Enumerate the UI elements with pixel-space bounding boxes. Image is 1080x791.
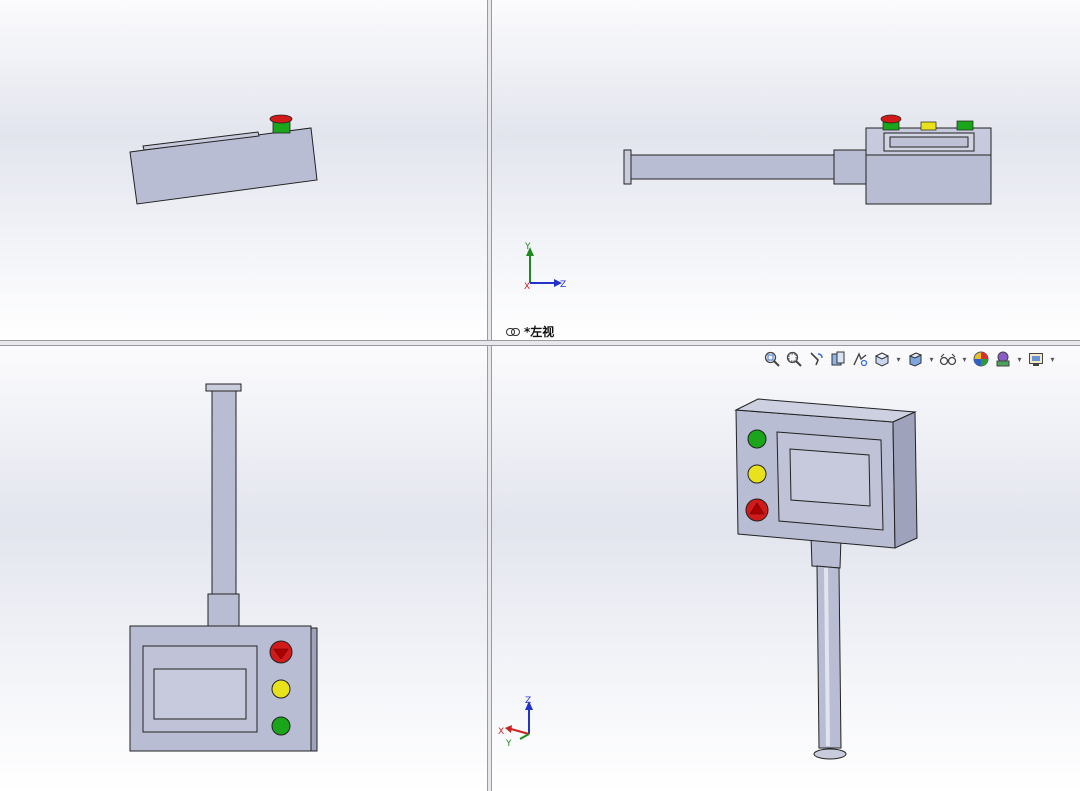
axis-triad: Y Z X — [524, 242, 566, 292]
view-settings-dropdown[interactable]: ▾ — [1050, 354, 1055, 364]
hide-show-items-dropdown[interactable]: ▾ — [962, 354, 967, 364]
estop-head — [880, 114, 902, 124]
yellow-button — [747, 464, 767, 484]
apply-scene-icon — [996, 351, 1010, 367]
viewport-front[interactable] — [0, 346, 487, 791]
previous-view-button[interactable] — [806, 350, 826, 368]
zoom-to-area-button[interactable] — [784, 350, 804, 368]
svg-text:Y: Y — [505, 739, 512, 749]
heads-up-view-toolbar: ▾ ▾ ▾ ▾ ▾ — [762, 350, 1057, 368]
view-orientation-icon — [874, 352, 890, 367]
screen — [153, 668, 247, 720]
enclosure-side — [310, 627, 318, 752]
zoom-to-fit-button[interactable] — [762, 350, 782, 368]
screen — [789, 448, 871, 507]
hide-show-items-button[interactable] — [938, 350, 958, 368]
pole-flange — [813, 748, 847, 760]
left-view-model[interactable]: Y Z X — [492, 0, 1080, 340]
green-button — [271, 716, 291, 736]
svg-text:Y: Y — [524, 242, 531, 252]
estop-head — [269, 114, 293, 124]
pole-collar — [207, 593, 240, 627]
svg-text:Z: Z — [525, 696, 531, 706]
isometric-view-model[interactable]: Z X Y — [492, 346, 1080, 791]
pole-flange — [205, 383, 242, 392]
zoom-to-fit-icon — [764, 351, 780, 367]
yellow-button — [920, 121, 937, 131]
view-orientation-label: *左视 — [506, 323, 554, 340]
enclosure-lid — [142, 131, 260, 151]
front-view-model[interactable] — [0, 346, 487, 791]
horizontal-splitter[interactable] — [0, 340, 1080, 346]
apply-scene-button[interactable] — [993, 350, 1013, 368]
section-view-button[interactable] — [828, 350, 848, 368]
edit-appearance-icon — [973, 351, 989, 367]
pole-flange — [623, 149, 632, 185]
link-view-icon — [506, 327, 520, 336]
viewport-left[interactable]: Y Z X *左视 — [492, 0, 1080, 340]
green-button — [956, 120, 974, 131]
pole-collar — [833, 149, 867, 185]
apply-scene-dropdown[interactable]: ▾ — [1017, 354, 1022, 364]
red-button-mark — [749, 502, 765, 515]
dynamic-annotation-button[interactable] — [850, 350, 870, 368]
view-orientation-button[interactable] — [872, 350, 892, 368]
yellow-button — [271, 679, 291, 699]
enclosure-side — [892, 411, 918, 549]
red-button-mark — [273, 648, 289, 660]
hide-show-items-icon — [939, 353, 957, 366]
view-name: *左视 — [524, 325, 555, 339]
vertical-splitter[interactable] — [487, 0, 492, 791]
display-style-icon — [908, 352, 923, 367]
svg-text:X: X — [524, 282, 530, 292]
view-orientation-dropdown[interactable]: ▾ — [896, 354, 901, 364]
display-style-button[interactable] — [905, 350, 925, 368]
view-settings-button[interactable] — [1026, 350, 1046, 368]
view-settings-icon — [1029, 353, 1043, 366]
panel-screen — [889, 136, 969, 148]
pole — [211, 390, 237, 596]
zoom-to-area-icon — [786, 351, 802, 367]
green-button — [747, 429, 767, 449]
viewport-top[interactable] — [0, 0, 487, 340]
section-view-icon — [831, 351, 845, 366]
edit-appearance-button[interactable] — [971, 350, 991, 368]
svg-text:X: X — [498, 727, 504, 737]
viewport-isometric[interactable]: Z X Y ▾ ▾ ▾ — [492, 346, 1080, 791]
display-style-dropdown[interactable]: ▾ — [929, 354, 934, 364]
previous-view-icon — [810, 352, 823, 366]
pole-highlight — [824, 567, 830, 747]
dynamic-annotation-icon — [853, 352, 868, 367]
axis-triad: Z X Y — [498, 696, 533, 749]
pole — [629, 154, 837, 180]
svg-text:Z: Z — [560, 280, 566, 290]
top-view-model[interactable] — [0, 0, 487, 340]
